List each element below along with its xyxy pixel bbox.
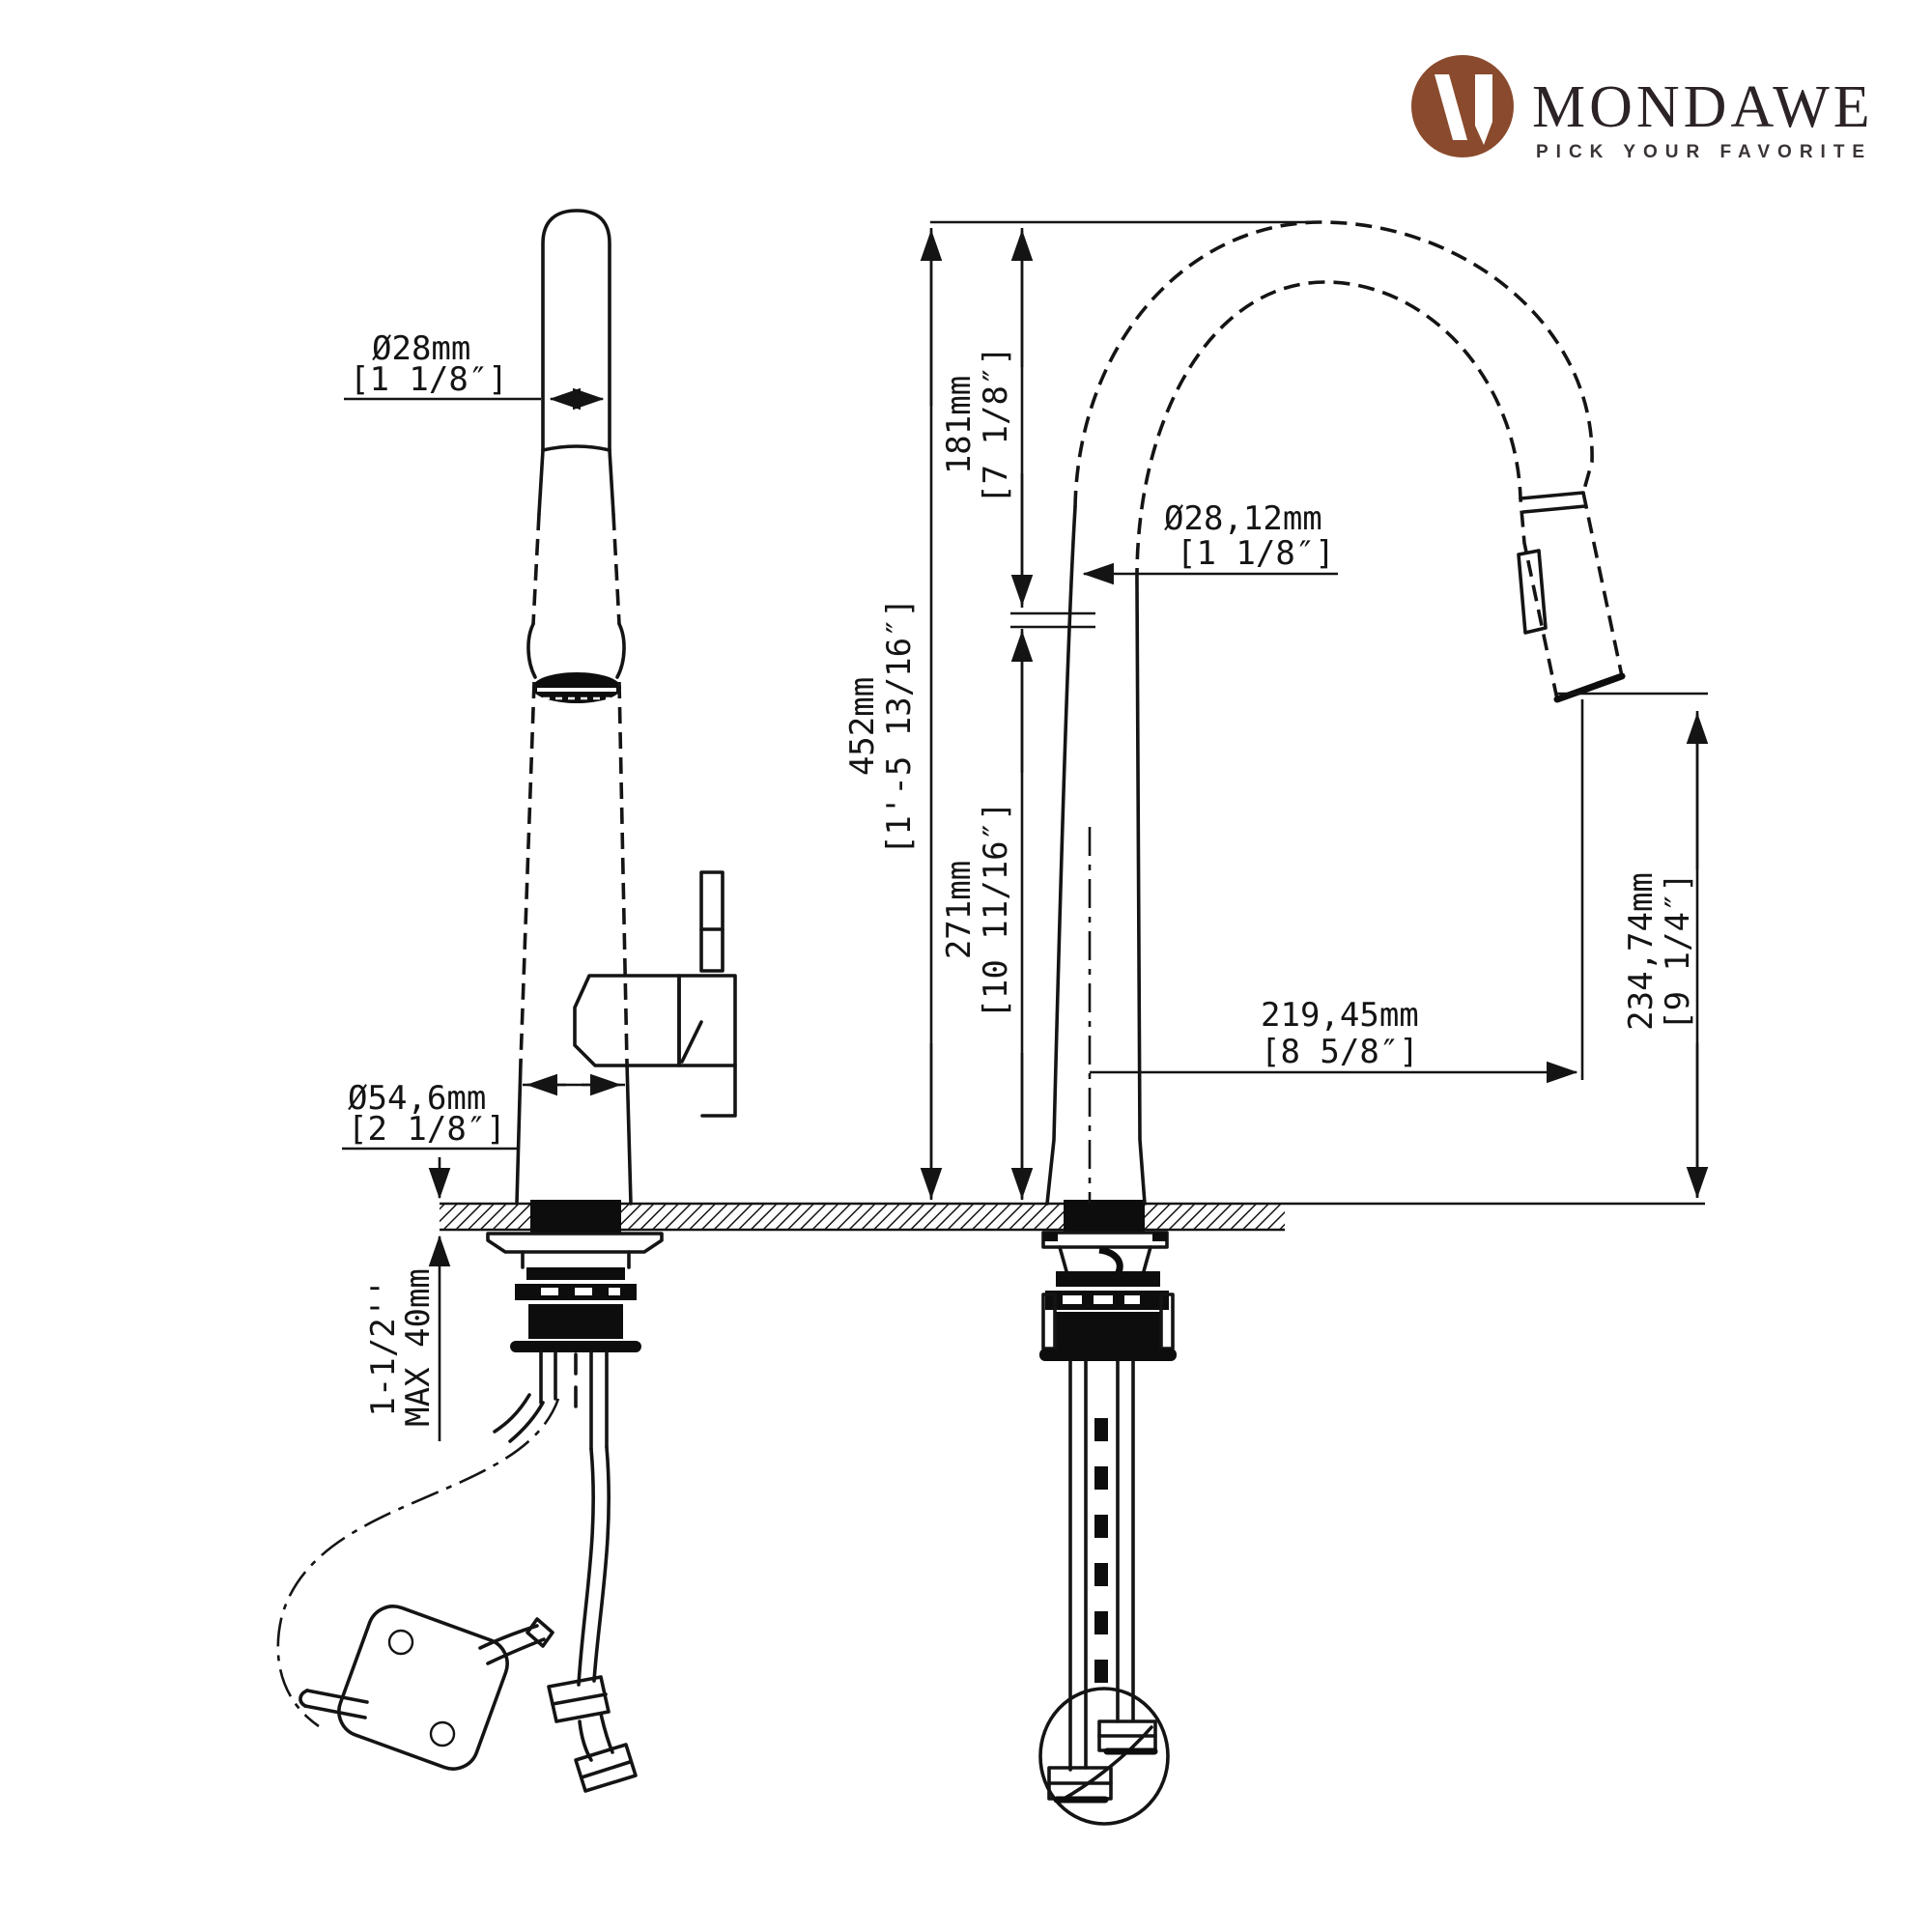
spray-outlet-face	[1553, 672, 1626, 703]
dim-value: 181mm	[940, 376, 979, 474]
sprayhead-wing-right	[615, 622, 626, 679]
handle-lever	[573, 870, 737, 1118]
side-view-faucet	[1038, 220, 1626, 1826]
dimension-arc-clearance: 181mm [7 1/8″]	[940, 228, 1095, 615]
dim-value-imperial: [10 11/16″]	[977, 801, 1015, 1018]
dim-value: 234,74mm	[1622, 872, 1661, 1031]
dimension-base-diameter: Ø54,6mm [2 1/8″]	[342, 1073, 625, 1151]
dim-value: MAX 40mm	[399, 1268, 438, 1427]
plate-screw-hole	[387, 1629, 414, 1656]
dim-value: Ø54,6mm	[348, 1079, 486, 1118]
dim-value: Ø28mm	[372, 329, 470, 368]
dim-value-imperial: [9 1/4″]	[1659, 872, 1697, 1031]
dimension-deck-thickness: 1-1/2'' MAX 40mm	[364, 1157, 451, 1441]
brand-logo: MONDAWE PICK YOUR FAVORITE	[1411, 55, 1874, 162]
dim-value-imperial: [1'-5 13/16″]	[880, 598, 919, 855]
dim-value-imperial: [2 1/8″]	[348, 1110, 506, 1149]
brand-name: MONDAWE	[1532, 74, 1874, 140]
dimension-outlet-height: 234,74mm [9 1/4″]	[1555, 692, 1709, 1199]
front-view-hoses	[276, 1393, 638, 1793]
logo-monogram-m	[1435, 74, 1492, 145]
dim-value: 452mm	[843, 677, 882, 776]
sprayhead-clip	[1517, 549, 1548, 635]
dimension-spout-height: 271mm [10 11/16″]	[940, 625, 1095, 1200]
dim-value-imperial: [8 5/8″]	[1261, 1033, 1419, 1071]
spout-joint-line	[541, 444, 611, 452]
pulldown-hose-path	[276, 1398, 560, 1728]
side-view-mounting-hardware	[1038, 1231, 1177, 1826]
countertop	[440, 1200, 1705, 1233]
sprayhead-wing-left	[526, 622, 537, 679]
dim-value: 1-1/2''	[364, 1278, 403, 1416]
dim-value-imperial: [1 1/8″]	[1177, 534, 1335, 573]
spout-tube	[541, 209, 611, 452]
plate-screw-hole	[429, 1720, 456, 1747]
front-view-faucet	[276, 209, 737, 1793]
dim-value: Ø28,12mm	[1164, 499, 1322, 538]
left-mount-shank	[530, 1200, 621, 1233]
logo-mark-circle	[1411, 55, 1514, 157]
dim-value-imperial: [1 1/8″]	[350, 360, 508, 399]
dim-value: 219,45mm	[1261, 996, 1419, 1035]
bottom-escutcheon	[1038, 1687, 1170, 1826]
dim-value-imperial: [7 1/8″]	[977, 346, 1015, 504]
dimension-tube-diameter: Ø28,12mm [1 1/8″]	[1082, 499, 1338, 585]
dimension-spout-reach: 219,45mm [8 5/8″]	[1090, 699, 1584, 1084]
front-view-mounting-hardware	[486, 1232, 664, 1451]
gooseneck-outer-arc	[1073, 220, 1594, 508]
dimension-spout-diameter: Ø28mm [1 1/8″]	[344, 329, 605, 411]
dimension-total-height: 452mm [1'-5 13/16″]	[843, 228, 943, 1200]
aerator-face	[532, 672, 621, 703]
hose-weight-plate	[337, 1605, 509, 1771]
brand-tagline: PICK YOUR FAVORITE	[1536, 142, 1872, 162]
dim-value: 271mm	[940, 861, 979, 959]
right-mount-shank	[1064, 1200, 1145, 1233]
